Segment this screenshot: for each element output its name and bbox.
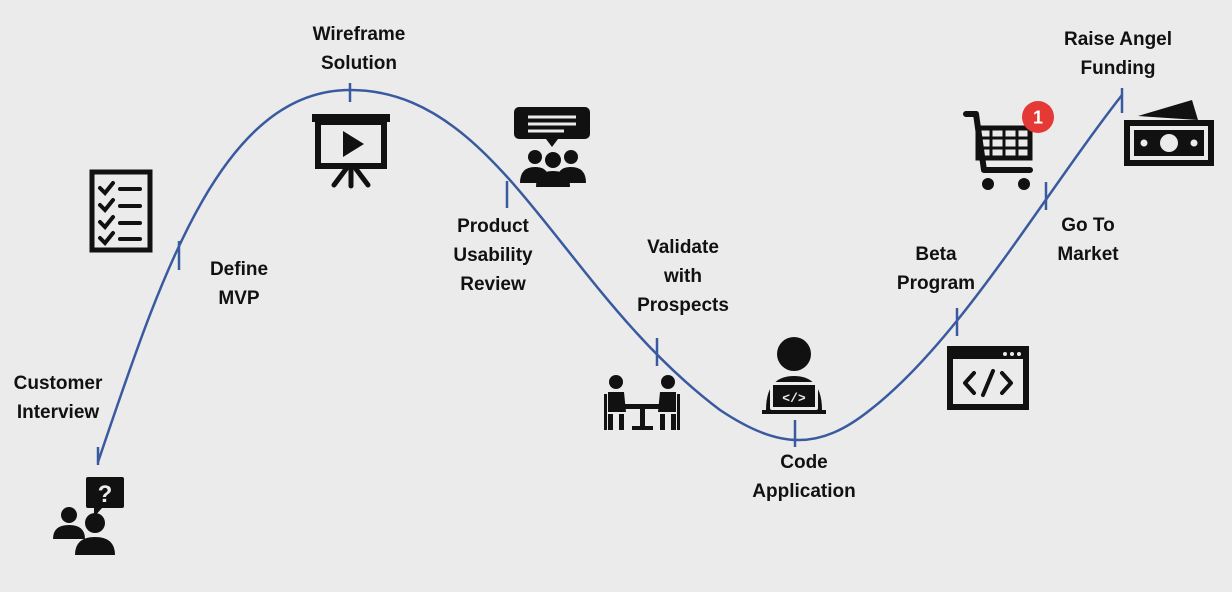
curve-ticks xyxy=(96,83,1124,465)
label-raise-angel-funding: Raise Angel Funding xyxy=(1063,29,1173,79)
developer-laptop-icon: </> xyxy=(762,337,826,414)
svg-text:?: ? xyxy=(98,481,113,508)
svg-text:</>: </> xyxy=(782,391,806,406)
label-validate-with-prospects: Validate with Prospects xyxy=(637,237,729,316)
cart-notification-badge: 1 xyxy=(1022,101,1054,133)
customer-question-icon: ? xyxy=(53,477,124,555)
code-window-icon xyxy=(947,346,1029,410)
money-icon xyxy=(1124,100,1214,166)
shopping-cart-icon xyxy=(963,111,1033,190)
meeting-table-icon xyxy=(604,375,680,430)
label-product-usability-review: Product Usability Review xyxy=(453,216,533,295)
label-go-to-market: Go To Market xyxy=(1057,215,1119,265)
checklist-icon xyxy=(89,169,153,253)
label-beta-program: Beta Program xyxy=(896,244,976,294)
label-customer-interview: Customer Interview xyxy=(13,373,103,423)
label-code-application: Code Application xyxy=(752,452,856,502)
label-define-mvp: Define MVP xyxy=(209,259,269,309)
presentation-board-icon xyxy=(312,114,390,189)
group-discussion-icon xyxy=(514,107,590,187)
label-wireframe-solution: Wireframe Solution xyxy=(312,24,406,74)
cart-badge-count: 1 xyxy=(1033,108,1043,128)
